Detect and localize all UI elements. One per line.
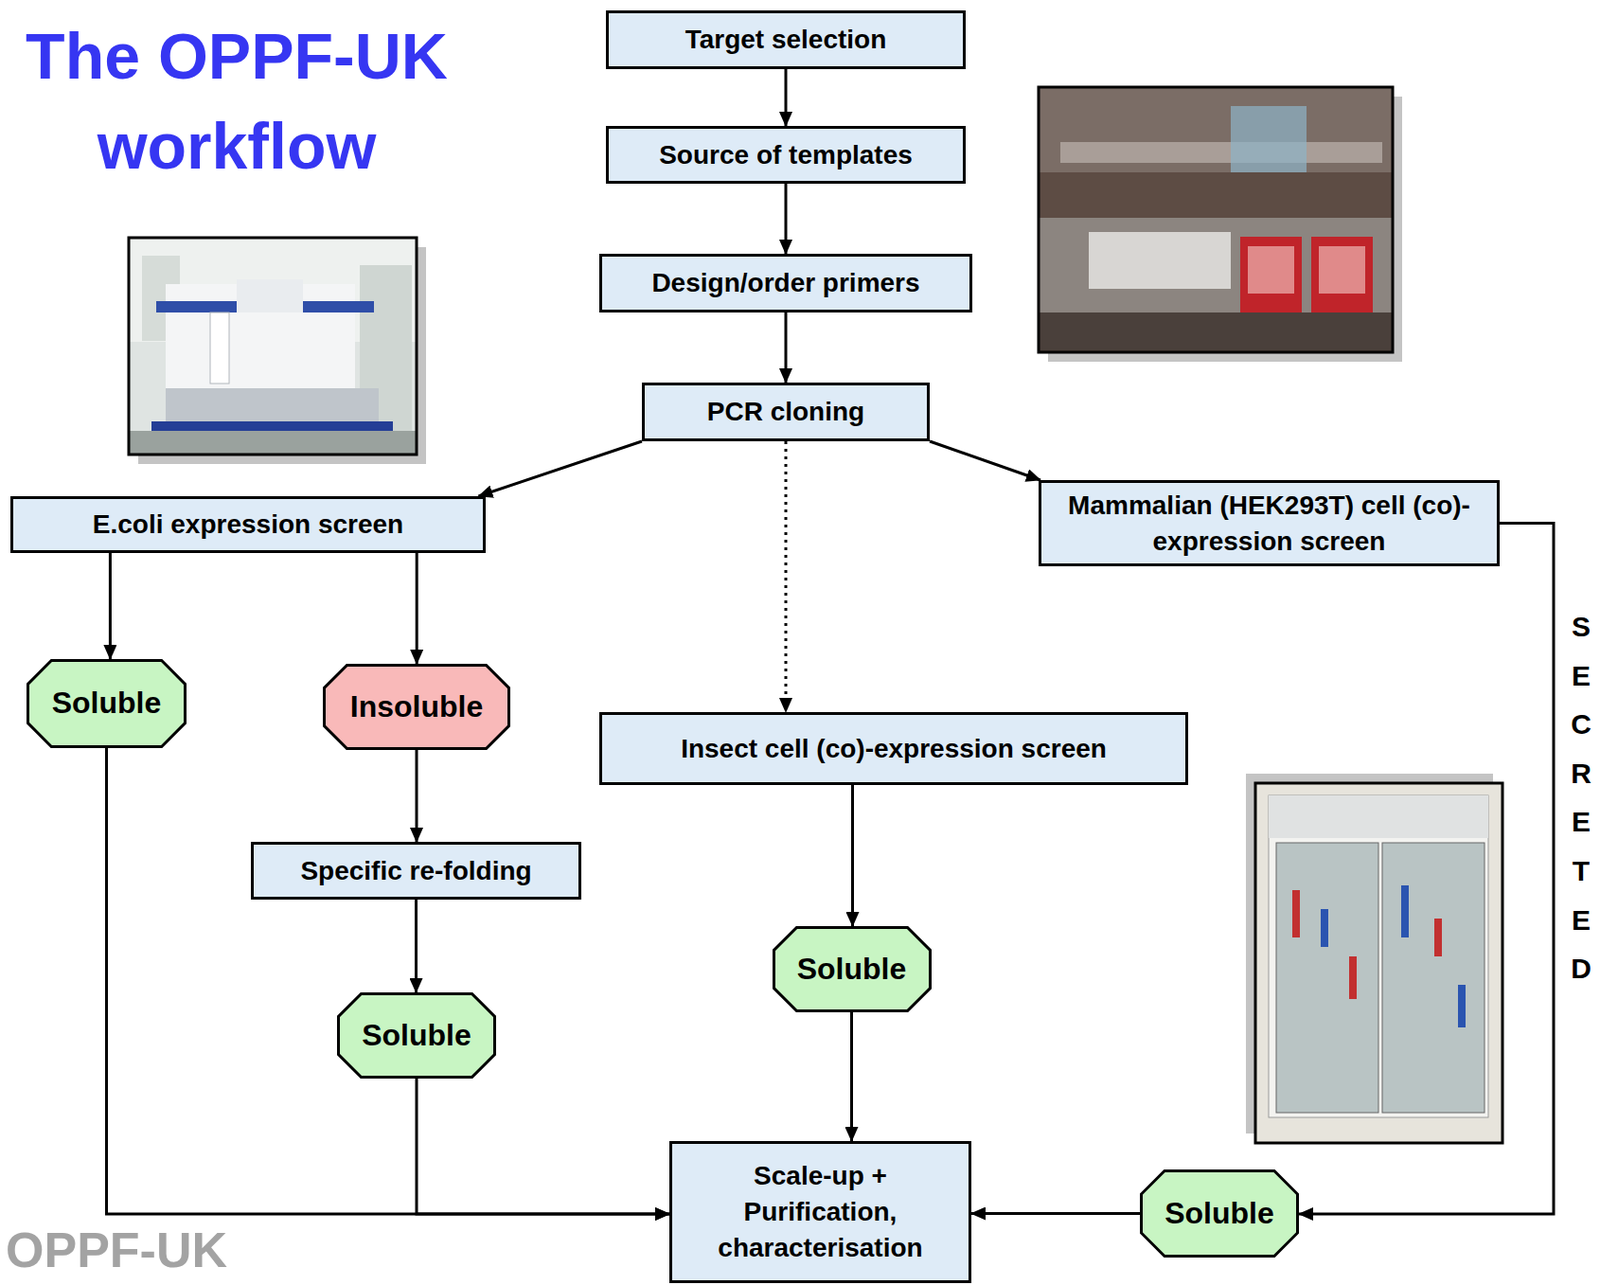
- node-content: Scale-up + Purification, characterisatio…: [672, 1143, 969, 1280]
- node-text: Soluble: [361, 1014, 472, 1056]
- arrow-connector: [784, 69, 788, 126]
- oct-result: Soluble: [337, 992, 497, 1079]
- arrow-connector: [929, 441, 1041, 480]
- arrow-connector: [416, 1078, 670, 1214]
- node-text: Insect cell (co)-expression screen: [680, 730, 1107, 767]
- oct-result: Insoluble: [322, 663, 511, 750]
- process-box: PCR cloning: [641, 382, 930, 442]
- oct-result: Soluble: [1139, 1169, 1299, 1258]
- node-text: Mammalian (HEK293T) cell (co)-expression…: [1049, 487, 1489, 560]
- node-content: Insoluble: [322, 663, 511, 750]
- process-box: Mammalian (HEK293T) cell (co)-expression…: [1038, 480, 1500, 567]
- arrow-connector: [106, 747, 671, 1214]
- diagram-title: The OPPF-UK workflow: [4, 11, 469, 192]
- node-content: Insect cell (co)-expression screen: [602, 714, 1186, 783]
- robot-photo: [128, 237, 427, 464]
- octagon-shape: [773, 927, 930, 1012]
- node-text: Design/order primers: [651, 265, 920, 302]
- node-content: Soluble: [1139, 1169, 1299, 1258]
- arrow-connector: [1298, 523, 1554, 1215]
- node-text: PCR cloning: [707, 393, 865, 430]
- process-box: E.coli expression screen: [10, 496, 486, 553]
- vertical-label: SECRETED: [1566, 602, 1596, 994]
- process-box: Insect cell (co)-expression screen: [599, 711, 1189, 785]
- arrow-connector: [414, 899, 418, 993]
- process-box: Source of templates: [605, 125, 966, 184]
- node-text: Scale-up + Purification, characterisatio…: [680, 1157, 960, 1265]
- arrow-connector: [971, 1211, 1140, 1215]
- plate-handler-photo: [1038, 87, 1403, 362]
- fridge-photo: [1245, 773, 1503, 1143]
- node-content: E.coli expression screen: [13, 498, 483, 551]
- process-box: Scale-up + Purification, characterisatio…: [669, 1140, 972, 1283]
- node-text: E.coli expression screen: [92, 506, 404, 543]
- node-content: Mammalian (HEK293T) cell (co)-expression…: [1041, 482, 1497, 564]
- node-content: Target selection: [608, 13, 963, 67]
- node-text: Specific re-folding: [300, 853, 532, 889]
- arrow-connector: [784, 183, 788, 254]
- logo-watermark: OPPF-UK: [5, 1225, 228, 1275]
- arrow-connector: [415, 749, 419, 842]
- octagon-shape: [28, 660, 186, 747]
- node-content: PCR cloning: [644, 385, 927, 439]
- node-text: Soluble: [52, 682, 162, 724]
- oct-result: Soluble: [772, 925, 932, 1013]
- node-content: Soluble: [772, 925, 932, 1013]
- node-content: Specific re-folding: [253, 844, 579, 897]
- arrow-connector: [784, 312, 788, 383]
- arrow-connector: [479, 441, 643, 497]
- arrow-connector: [851, 784, 854, 926]
- octagon-shape: [1141, 1171, 1298, 1257]
- dotted-connector: [784, 441, 788, 712]
- node-content: Source of templates: [608, 128, 963, 181]
- node-content: Soluble: [337, 992, 497, 1079]
- node-text: Source of templates: [658, 137, 913, 174]
- arrow-connector: [108, 552, 112, 659]
- node-text: Target selection: [685, 21, 888, 58]
- arrow-connector: [415, 552, 419, 664]
- node-content: Soluble: [26, 658, 187, 748]
- process-box: Target selection: [605, 10, 966, 70]
- process-box: Specific re-folding: [250, 841, 582, 900]
- octagon-shape: [324, 665, 510, 749]
- node-content: Design/order primers: [602, 256, 970, 310]
- process-box: Design/order primers: [599, 253, 973, 313]
- arrow-connector: [850, 1012, 854, 1141]
- oct-result: Soluble: [26, 658, 187, 748]
- node-text: Soluble: [1164, 1192, 1275, 1234]
- node-text: Soluble: [797, 948, 907, 990]
- node-text: Insoluble: [350, 686, 483, 728]
- octagon-shape: [338, 994, 496, 1078]
